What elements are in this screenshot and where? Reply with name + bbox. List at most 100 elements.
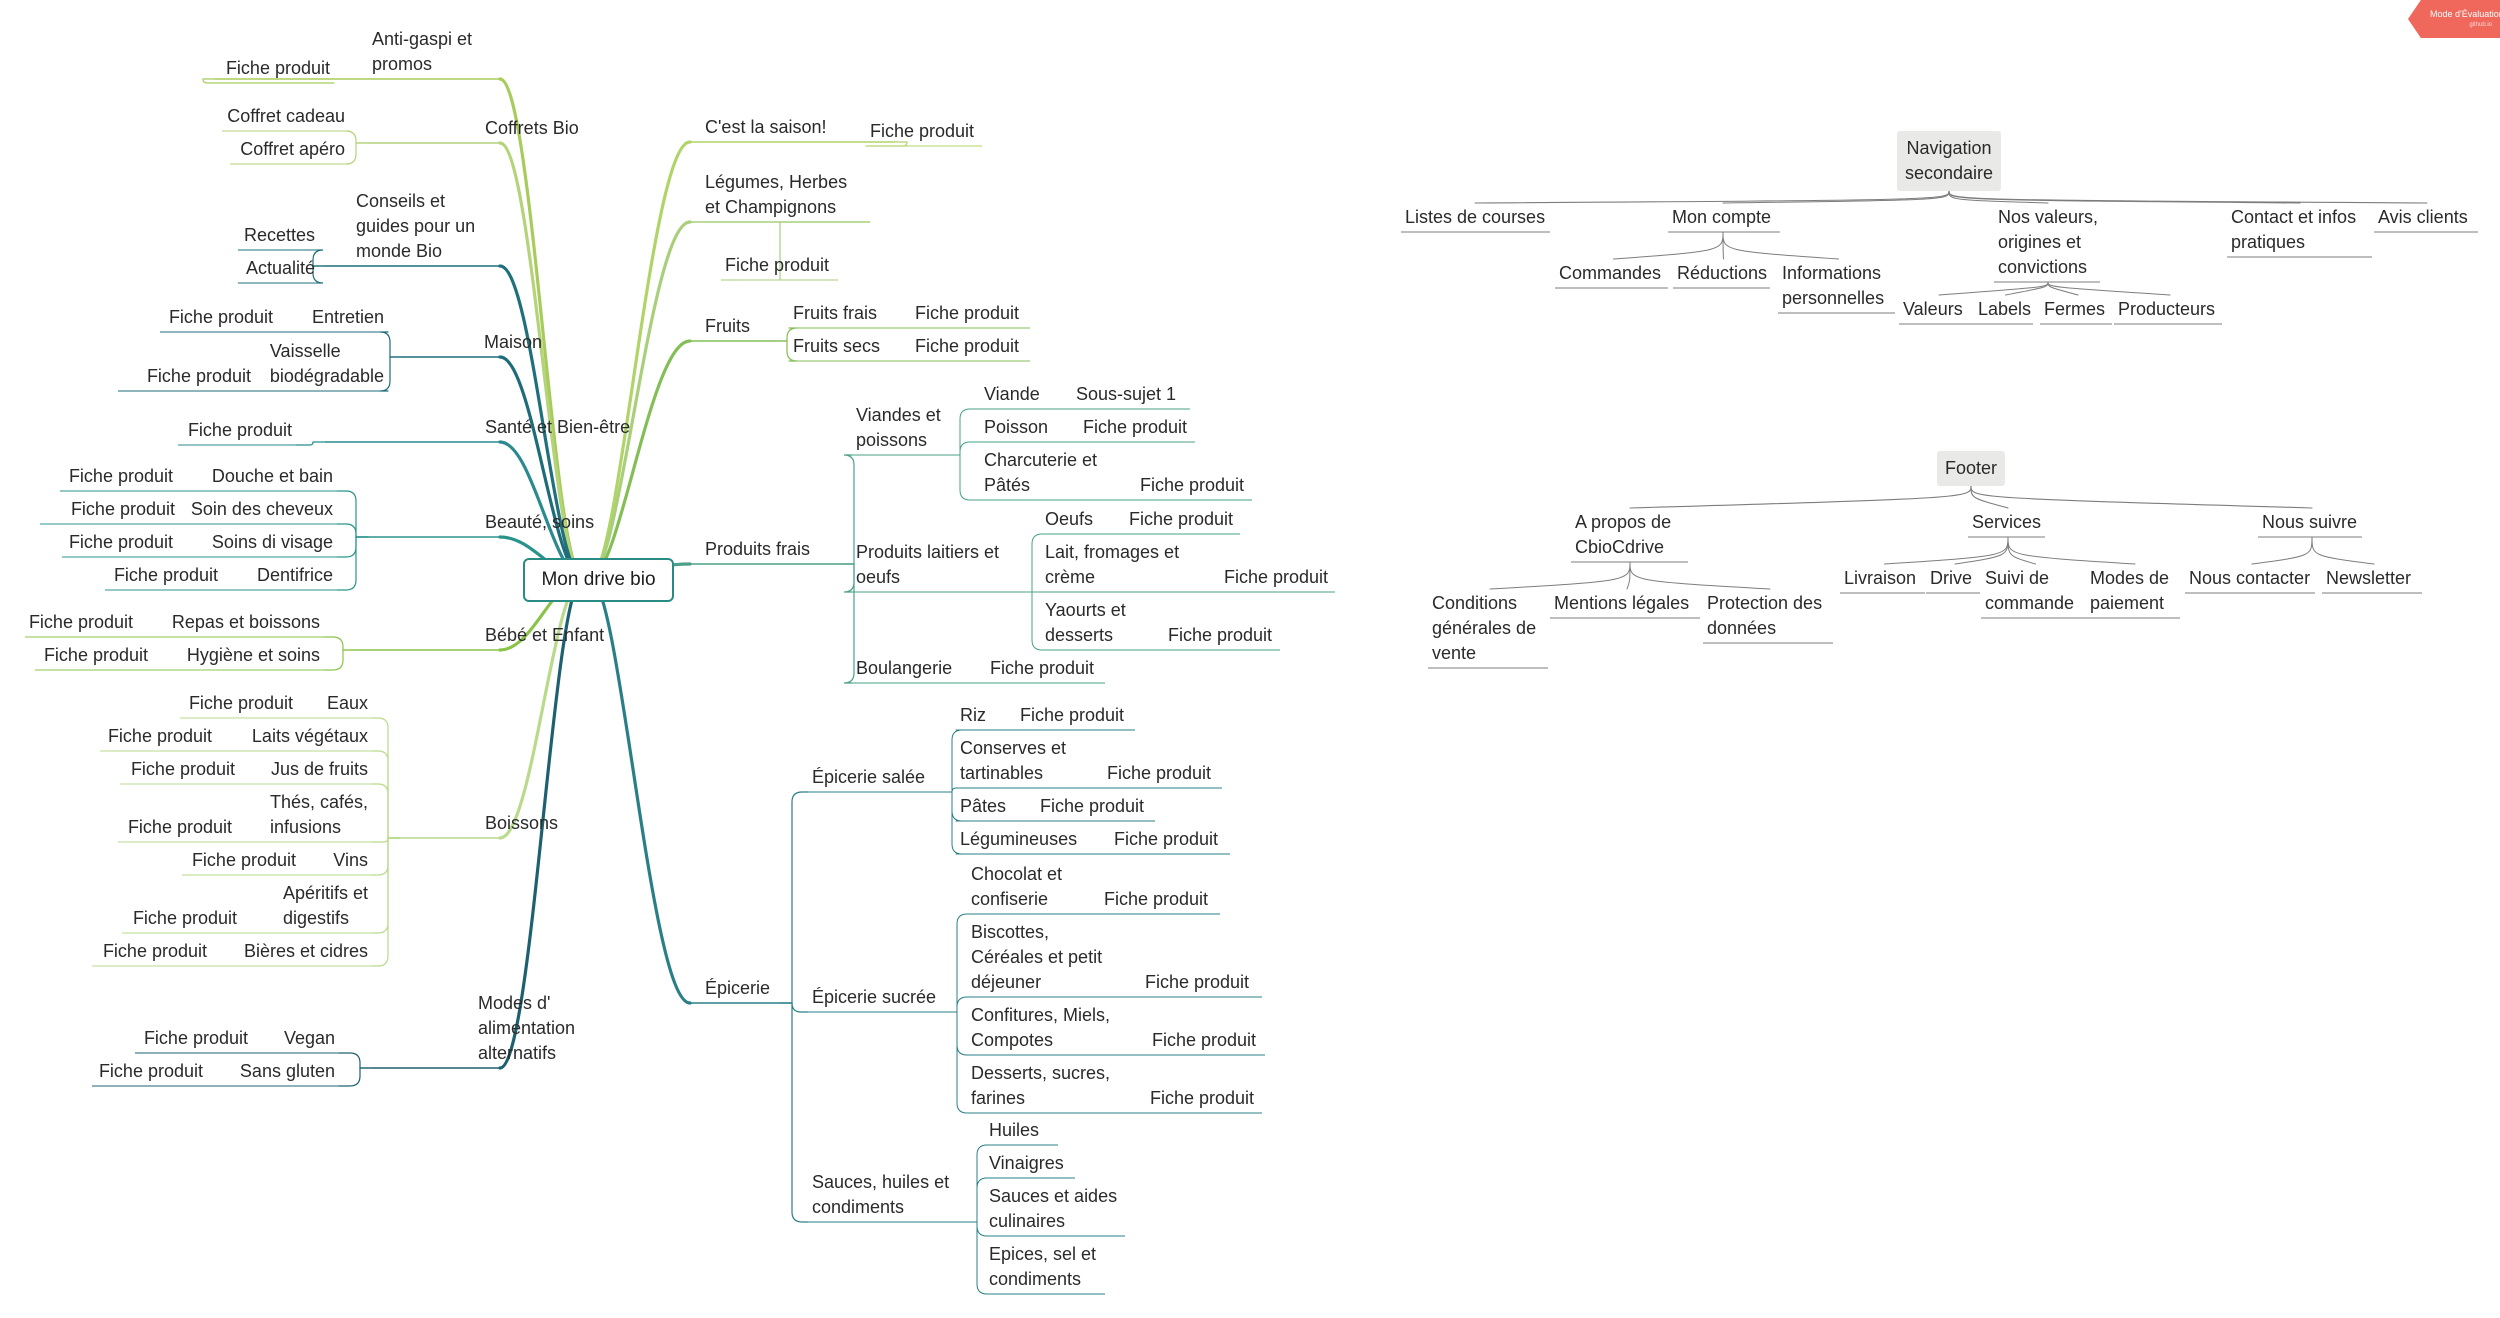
- subtopic-charcuterie-et-pates[interactable]: Charcuterie et Pâtés: [984, 450, 1098, 495]
- subtopic-actualite[interactable]: Actualité: [245, 258, 315, 278]
- branch-anti-gaspi-et-promos[interactable]: Anti-gaspi et promos: [372, 29, 473, 74]
- subtopic-sans-gluten[interactable]: Sans gluten: [239, 1061, 335, 1081]
- nav-subitem-protection-des-donnees[interactable]: Protection des données: [1707, 593, 1823, 638]
- branch-modes-d-alimentation-alternatifs[interactable]: Modes d' alimentation alternatifs: [478, 993, 576, 1063]
- product-sheet-leaf[interactable]: Fiche produit: [68, 532, 173, 552]
- subtopic-soins-di-visage[interactable]: Soins di visage: [211, 532, 333, 552]
- subtopic-douche-et-bain[interactable]: Douche et bain: [211, 466, 333, 486]
- nav-item-services[interactable]: Services: [1972, 512, 2042, 532]
- footer-header[interactable]: Footer: [1936, 451, 2006, 486]
- nav-subitem-commandes[interactable]: Commandes: [1559, 263, 1662, 283]
- subtopic-chocolat-et-confiserie[interactable]: Chocolat et confiserie: [971, 864, 1063, 909]
- product-sheet-leaf[interactable]: Fiche produit: [1140, 475, 1245, 495]
- subtopic-epicerie-sucree[interactable]: Épicerie sucrée: [812, 987, 937, 1007]
- subtopic-viande[interactable]: Viande: [984, 384, 1040, 404]
- branch-produits-frais[interactable]: Produits frais: [705, 539, 811, 559]
- subtopic-fiche-produit[interactable]: Fiche produit: [187, 420, 292, 440]
- nav-item-a-propos-de-cbiocdrive[interactable]: A propos de CbioCdrive: [1575, 512, 1672, 557]
- product-sheet-leaf[interactable]: Sous-sujet 1: [1076, 384, 1177, 404]
- product-sheet-leaf[interactable]: Fiche produit: [188, 693, 293, 713]
- subtopic-fruits-secs[interactable]: Fruits secs: [793, 336, 881, 356]
- subtopic-viandes-et-poissons[interactable]: Viandes et poissons: [856, 405, 941, 450]
- product-sheet-leaf[interactable]: Fiche produit: [28, 612, 133, 632]
- subtopic-conserves-et-tartinables[interactable]: Conserves et tartinables: [960, 738, 1067, 783]
- subtopic-eaux[interactable]: Eaux: [326, 693, 368, 713]
- product-sheet-leaf[interactable]: Fiche produit: [915, 336, 1020, 356]
- subtopic-huiles[interactable]: Huiles: [989, 1120, 1040, 1140]
- product-sheet-leaf[interactable]: Fiche produit: [1150, 1088, 1255, 1108]
- nav-item-mon-compte[interactable]: Mon compte: [1672, 207, 1772, 227]
- branch-fruits[interactable]: Fruits: [705, 316, 750, 336]
- product-sheet-leaf[interactable]: Fiche produit: [990, 658, 1095, 678]
- product-sheet-leaf[interactable]: Fiche produit: [191, 850, 296, 870]
- branch-boissons[interactable]: Boissons: [485, 813, 559, 833]
- subtopic-soin-des-cheveux[interactable]: Soin des cheveux: [190, 499, 333, 519]
- subtopic-oeufs[interactable]: Oeufs: [1045, 509, 1094, 529]
- subtopic-sauces-huiles-et-condiments[interactable]: Sauces, huiles et condiments: [812, 1172, 950, 1217]
- subtopic-confitures-miels-compotes[interactable]: Confitures, Miels, Compotes: [971, 1005, 1111, 1050]
- subtopic-thes-cafes-infusions[interactable]: Thés, cafés, infusions: [269, 792, 368, 837]
- subtopic-hygiene-et-soins[interactable]: Hygiène et soins: [186, 645, 320, 665]
- product-sheet-leaf[interactable]: Fiche produit: [127, 817, 232, 837]
- subtopic-coffret-apero[interactable]: Coffret apéro: [240, 139, 345, 159]
- nav-item-nos-valeurs-origines-et-convictions[interactable]: Nos valeurs, origines et convictions: [1998, 207, 2099, 277]
- nav-item-nous-suivre[interactable]: Nous suivre: [2262, 512, 2358, 532]
- branch-c-est-la-saison[interactable]: C'est la saison!: [705, 117, 827, 137]
- nav-subitem-mentions-legales[interactable]: Mentions légales: [1554, 593, 1690, 613]
- product-sheet-leaf[interactable]: Fiche produit: [1114, 829, 1219, 849]
- product-sheet-leaf[interactable]: Fiche produit: [130, 759, 235, 779]
- subtopic-aperitifs-et-digestifs[interactable]: Apéritifs et digestifs: [282, 883, 368, 928]
- navigation-secondaire-header[interactable]: Navigation secondaire: [1896, 131, 2002, 191]
- nav-subitem-reductions[interactable]: Réductions: [1677, 263, 1768, 283]
- central-topic[interactable]: Mon drive bio: [523, 558, 674, 602]
- subtopic-epicerie-salee[interactable]: Épicerie salée: [812, 767, 926, 787]
- product-sheet-leaf[interactable]: Fiche produit: [68, 466, 173, 486]
- product-sheet-leaf[interactable]: Fiche produit: [98, 1061, 203, 1081]
- product-sheet-leaf[interactable]: Fiche produit: [1129, 509, 1234, 529]
- nav-subitem-suivi-de-commande[interactable]: Suivi de commande: [1985, 568, 2075, 613]
- subtopic-riz[interactable]: Riz: [960, 705, 986, 725]
- subtopic-vinaigres[interactable]: Vinaigres: [989, 1153, 1064, 1173]
- subtopic-biscottes-cereales-et-petit-dejeuner[interactable]: Biscottes, Céréales et petit déjeuner: [971, 922, 1103, 992]
- product-sheet-leaf[interactable]: Fiche produit: [1083, 417, 1188, 437]
- subtopic-vins[interactable]: Vins: [333, 850, 368, 870]
- product-sheet-leaf[interactable]: Fiche produit: [102, 941, 207, 961]
- nav-item-contact-et-infos-pratiques[interactable]: Contact et infos pratiques: [2231, 207, 2357, 252]
- subtopic-fiche-produit[interactable]: Fiche produit: [225, 58, 330, 78]
- evaluation-mode-badge[interactable]: Mode d'Évaluation github.io: [2408, 0, 2500, 38]
- subtopic-vaisselle-biodegradable[interactable]: Vaisselle biodégradable: [269, 341, 384, 386]
- product-sheet-leaf[interactable]: Fiche produit: [1104, 889, 1209, 909]
- nav-subitem-fermes[interactable]: Fermes: [2044, 299, 2106, 319]
- subtopic-lait-fromages-et-creme[interactable]: Lait, fromages et crème: [1045, 542, 1180, 587]
- subtopic-produits-laitiers-et-oeufs[interactable]: Produits laitiers et oeufs: [856, 542, 1000, 587]
- nav-subitem-labels[interactable]: Labels: [1978, 299, 2032, 319]
- branch-sante-et-bien-etre[interactable]: Santé et Bien-être: [485, 417, 631, 437]
- branch-coffrets-bio[interactable]: Coffrets Bio: [485, 118, 579, 138]
- branch-bebe-et-enfant[interactable]: Bébé et Enfant: [485, 625, 605, 645]
- subtopic-coffret-cadeau[interactable]: Coffret cadeau: [227, 106, 345, 126]
- nav-item-listes-de-courses[interactable]: Listes de courses: [1405, 207, 1546, 227]
- subtopic-repas-et-boissons[interactable]: Repas et boissons: [171, 612, 320, 632]
- nav-subitem-producteurs[interactable]: Producteurs: [2118, 299, 2216, 319]
- product-sheet-leaf[interactable]: Fiche produit: [1107, 763, 1212, 783]
- subtopic-fiche-produit[interactable]: Fiche produit: [870, 121, 975, 141]
- nav-subitem-newsletter[interactable]: Newsletter: [2326, 568, 2412, 588]
- subtopic-vegan[interactable]: Vegan: [283, 1028, 335, 1048]
- nav-subitem-livraison[interactable]: Livraison: [1844, 568, 1917, 588]
- product-sheet-leaf[interactable]: Fiche produit: [70, 499, 175, 519]
- subtopic-bieres-et-cidres[interactable]: Bières et cidres: [243, 941, 368, 961]
- subtopic-poisson[interactable]: Poisson: [984, 417, 1049, 437]
- nav-subitem-informations-personnelles[interactable]: Informations personnelles: [1782, 263, 1885, 308]
- product-sheet-leaf[interactable]: Fiche produit: [107, 726, 212, 746]
- product-sheet-leaf[interactable]: Fiche produit: [168, 307, 273, 327]
- nav-subitem-drive[interactable]: Drive: [1930, 568, 1973, 588]
- subtopic-fiche-produit[interactable]: Fiche produit: [725, 255, 830, 275]
- subtopic-dentifrice[interactable]: Dentifrice: [256, 565, 333, 585]
- product-sheet-leaf[interactable]: Fiche produit: [132, 908, 237, 928]
- nav-subitem-conditions-generales-de-vente[interactable]: Conditions générales de vente: [1432, 593, 1537, 663]
- product-sheet-leaf[interactable]: Fiche produit: [1145, 972, 1250, 992]
- product-sheet-leaf[interactable]: Fiche produit: [146, 366, 251, 386]
- branch-conseils-et-guides-pour-un-monde-bio[interactable]: Conseils et guides pour un monde Bio: [356, 191, 476, 261]
- nav-subitem-valeurs[interactable]: Valeurs: [1903, 299, 1963, 319]
